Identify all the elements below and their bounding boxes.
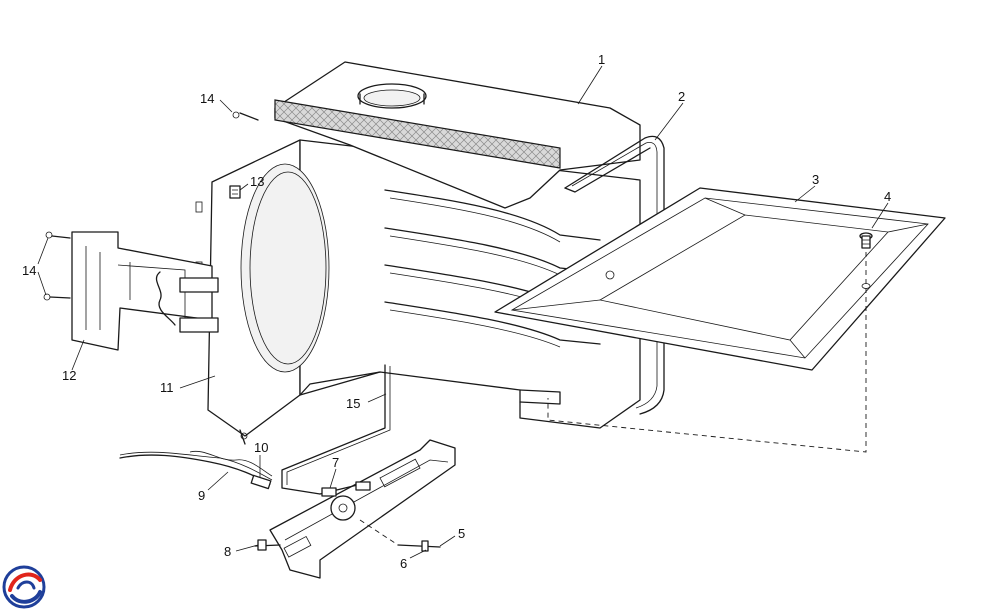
burner-assembly <box>254 439 456 579</box>
callout-15: 15 <box>346 396 360 411</box>
callout-2: 2 <box>678 89 685 104</box>
oven-cavity-body <box>195 139 641 445</box>
callout-11: 11 <box>160 380 174 395</box>
floor-tray <box>494 187 946 371</box>
door-seal-frame <box>564 135 665 415</box>
callout-12: 12 <box>62 368 76 383</box>
callout-4: 4 <box>884 189 891 204</box>
callout-14-top: 14 <box>200 91 214 106</box>
top-panel <box>274 61 641 209</box>
callout-6: 6 <box>400 556 407 571</box>
callout-1: 1 <box>598 52 605 67</box>
callout-7: 7 <box>332 455 339 470</box>
thermocouple-cable <box>119 450 273 490</box>
side-bracket <box>71 231 219 351</box>
callout-5: 5 <box>458 526 465 541</box>
callout-8: 8 <box>224 544 231 559</box>
callout-14-left: 14 <box>22 263 36 278</box>
leader-lines <box>37 65 889 559</box>
brand-logo <box>2 565 46 609</box>
callout-labels: 1 2 3 4 5 6 7 8 9 10 11 12 13 14 14 15 <box>22 52 891 571</box>
callout-3: 3 <box>812 172 819 187</box>
callout-9: 9 <box>198 488 205 503</box>
callout-10: 10 <box>254 440 268 455</box>
screws-part-14 <box>43 111 259 301</box>
clip-part-13 <box>229 185 241 199</box>
screw-part-4 <box>859 232 873 249</box>
gas-tube <box>281 364 391 495</box>
callout-13: 13 <box>250 174 264 189</box>
